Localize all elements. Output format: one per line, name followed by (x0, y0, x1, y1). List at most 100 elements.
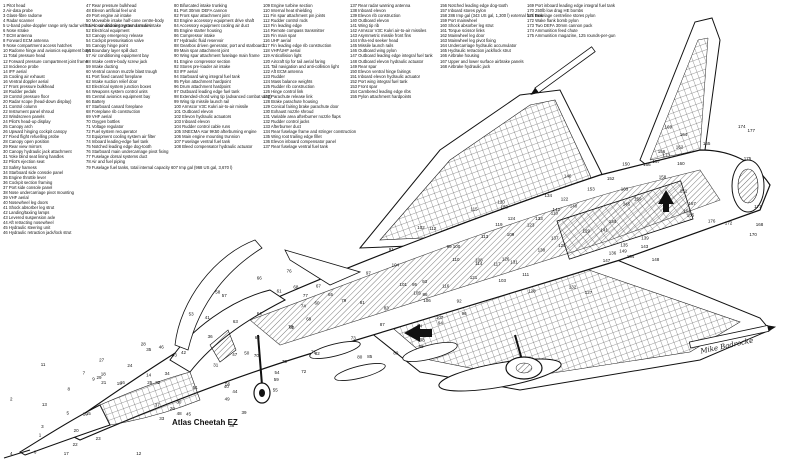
legend-item: 146 Outboard wing pylon (350, 48, 397, 54)
callout-number: 114 (475, 261, 483, 266)
legend-item: 15 Cooling air exhaust (3, 73, 45, 79)
ejection-seat (209, 329, 237, 363)
legend-item: 35 Engine throttle lever (3, 174, 47, 180)
callout-number: 73 (351, 336, 357, 341)
callout-number: 98 (420, 338, 426, 343)
legend-item: 22 Instrument panel shroud (3, 108, 54, 114)
legend-item: 154 Cambered leading edge ribs (350, 88, 411, 94)
drawing-caption: Atlas Cheetah EZ (172, 418, 238, 427)
callout-number: 108 (475, 257, 483, 262)
callout-number: 157 (653, 159, 661, 164)
legend-item: 164 Undercarriage hydraulic accumulator (440, 43, 517, 49)
callout-number: 68 (293, 285, 299, 290)
legend-item: 26 Upward hinging cockpit canopy (3, 129, 67, 135)
callout-number: 63 (233, 319, 239, 324)
callout-number: 65 (328, 292, 334, 297)
legend-item: 175 Ammunition magazine, 125 rounds-per-… (527, 33, 616, 39)
callout-number: 142 (553, 207, 561, 212)
callout-number: 26 (170, 406, 176, 411)
callout-number: 151 (680, 189, 688, 194)
legend-item: 156 Notched leading edge dog-tooth (440, 3, 508, 8)
callout-number: 49 (225, 396, 231, 401)
legend-item: 51 Air conditioning system ram air intak… (86, 23, 162, 29)
callout-number: 18 (101, 372, 107, 377)
legend-item: 8 Forward ECM antenna (3, 38, 49, 44)
callout-number: 20 (74, 428, 80, 433)
callout-number: 102 (417, 225, 425, 230)
legend-item: 102 Elevon hydraulic actuators (174, 114, 232, 120)
legend-item: 123 Rudder (263, 73, 285, 79)
callout-number: 149 (619, 249, 627, 254)
callout-number: 77 (303, 293, 309, 298)
legend-item: 142 Armscor V3C Kukri air-to-air missile… (350, 28, 427, 34)
legend-item: 1 Pitot head (3, 3, 26, 8)
callout-number: 106 (423, 298, 431, 303)
legend-item: 148 Outboard elevon hydraulic actuator (350, 58, 424, 64)
callout-number: 95 (412, 282, 418, 287)
callout-number: 171 (754, 204, 762, 209)
callout-number: 123 (527, 223, 535, 228)
legend-item: 115 Fin main spar (263, 33, 297, 39)
callout-number: 93 (422, 279, 428, 284)
legend-item: 87 Hydraulic fluid reservoir (174, 38, 224, 44)
callout-number: 170 (749, 232, 757, 237)
callout-number: 113 (481, 234, 489, 239)
callout-number: 59 (274, 377, 280, 382)
callout-number: 7 (83, 371, 86, 376)
legend-item: 41 Shock absorber leg strut (3, 204, 55, 210)
callout-number: 147 (603, 258, 611, 263)
callout-number: 111 (522, 272, 529, 277)
legend-item: 128 Brake parachute housing (263, 98, 318, 104)
legend-item: 81 Port 30mm DEFA cannon (174, 8, 228, 14)
callout-number: 153 (587, 186, 595, 191)
callout-number: 46 (159, 345, 165, 350)
legend-item: 27 Fixed flight refuelling probe (3, 134, 60, 140)
legend-column-7: 169 Port inboard leading edge integral f… (527, 3, 616, 39)
legend-item: 168 Airbrake hydraulic jack (440, 63, 491, 69)
legend-item: 43 Levered suspension axle (3, 214, 56, 220)
legend-item: 141 Wing tip rib (350, 23, 380, 29)
legend-item: 167 Upper and lower surface airbrake pan… (440, 58, 524, 64)
callout-number: 160 (677, 161, 685, 166)
legend-item: 32 Pilot's ejection seat (3, 159, 45, 165)
legend-item: 119 Anticollision light (263, 53, 302, 59)
callout-number: 31 (213, 363, 219, 368)
legend-item: 60 Ventral cannon muzzle blast trough (86, 68, 158, 74)
callout-number: 126 (502, 257, 510, 262)
legend-item: 125 Rudder rib construction (263, 83, 315, 89)
legend-item: 42 Landing/taxiing lamps (3, 209, 50, 215)
legend-item: 136 Elevon inboard compensator panel (263, 139, 336, 145)
callout-number: 37 (155, 403, 161, 408)
callout-number: 119 (495, 222, 503, 227)
legend-item: 93 IFF aerial (174, 68, 198, 74)
legend-item: 171 Fuselage centreline stores pylon (527, 13, 596, 19)
callout-number: 146 (564, 174, 572, 179)
callout-number: 76 (287, 268, 293, 273)
callout-number: 122 (561, 196, 569, 201)
bombs (309, 341, 458, 381)
callout-numbers: 1234567891011121314151617181920212223242… (10, 124, 764, 456)
callout-number: 39 (242, 410, 248, 415)
callout-number: 10 (83, 411, 89, 416)
engine-exhaust (731, 159, 765, 213)
legend-item: 117 Fin leading edge rib construction (263, 43, 332, 49)
legend-item: 28 Canopy open position (3, 139, 50, 145)
callout-number: 42 (181, 350, 187, 355)
nose-section (99, 371, 201, 426)
legend-item: 163 Mainwheel leg pivot fixing (440, 38, 496, 44)
callout-number: 58 (215, 290, 221, 295)
callout-number: 107 (436, 315, 444, 320)
legend-item: 111 Fin spar attachment pin joints (263, 13, 326, 19)
radome (19, 404, 111, 456)
legend-item: 90 Wing spar attachment fuselage main fr… (174, 53, 260, 59)
callout-number: 104 (392, 263, 400, 268)
callout-number: 90 (408, 332, 414, 337)
legend-item: 38 Nose undercarriage pivot mounting (3, 189, 74, 195)
legend-item: 85 Engine starter housing (174, 28, 222, 34)
callout-number: 29 (97, 375, 103, 380)
legend-item: 44 Aft retracting nosewheel (3, 220, 54, 226)
legend-item: 113 Fin leading edge (263, 23, 302, 29)
